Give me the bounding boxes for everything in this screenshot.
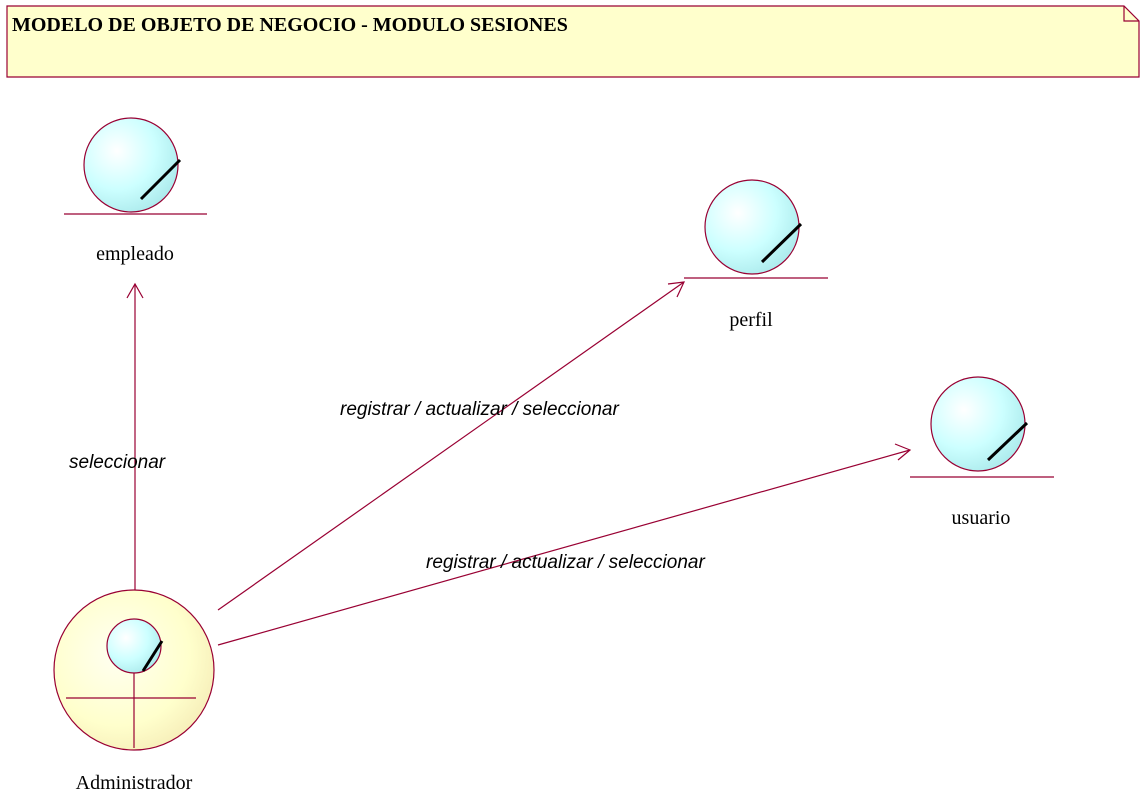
association-administrador-usuario[interactable]: [217, 443, 912, 646]
business-worker-icon: [53, 589, 215, 751]
entity-usuario[interactable]: usuario: [910, 376, 1054, 529]
association-line: [217, 449, 911, 646]
arrow-head-icon: [894, 443, 912, 461]
actor-label: Administrador: [76, 772, 193, 794]
entity-label-usuario: usuario: [952, 507, 1011, 529]
arrow-head-icon: [667, 281, 686, 298]
entity-perfil[interactable]: perfil: [684, 179, 828, 331]
entity-icon: [684, 179, 828, 279]
association-label-perfil: registrar / actualizar / seleccionar: [340, 399, 619, 420]
note-shape: [6, 5, 1140, 78]
association-administrador-empleado[interactable]: [126, 282, 144, 592]
association-label-usuario: registrar / actualizar / seleccionar: [426, 552, 705, 573]
arrow-head-icon: [126, 282, 144, 299]
association-line: [217, 281, 685, 611]
entity-empleado[interactable]: empleado: [64, 117, 207, 265]
entity-icon: [910, 376, 1054, 478]
association-label-empleado: seleccionar: [69, 452, 166, 473]
note-fold: [1123, 6, 1139, 22]
entity-label-perfil: perfil: [729, 309, 773, 331]
actor-administrador[interactable]: Administrador: [53, 589, 215, 794]
note-title: MODELO DE OBJETO DE NEGOCIO - MODULO SES…: [12, 14, 568, 36]
title-note[interactable]: MODELO DE OBJETO DE NEGOCIO - MODULO SES…: [6, 5, 1140, 78]
association-administrador-perfil[interactable]: [217, 281, 686, 611]
entity-label-empleado: empleado: [96, 243, 174, 265]
entity-icon: [64, 117, 207, 215]
